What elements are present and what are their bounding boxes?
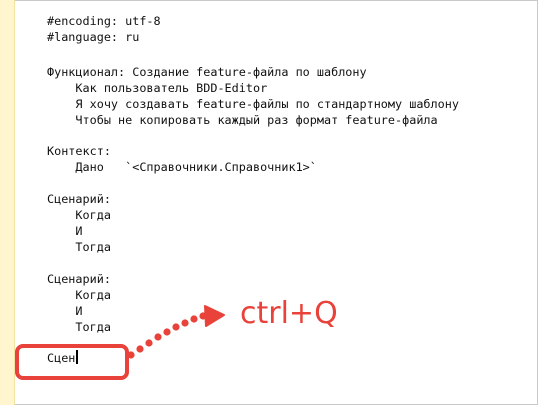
- shortcut-label: ctrl+Q: [240, 296, 338, 331]
- code-line-when-2[interactable]: Когда: [47, 288, 111, 302]
- code-line-given[interactable]: Дано `<Справочники.Справочник1>`: [47, 160, 317, 174]
- highlight-frame: [15, 344, 129, 380]
- typed-text: Сцен: [47, 351, 76, 365]
- code-line-encoding[interactable]: #encoding: utf-8: [47, 14, 161, 28]
- code-line-when-1[interactable]: Когда: [47, 208, 111, 222]
- code-line-then-2[interactable]: Тогда: [47, 320, 111, 334]
- editor-gutter: [0, 0, 15, 405]
- code-line-background[interactable]: Контекст:: [47, 144, 111, 158]
- code-line-and-1[interactable]: И: [47, 224, 83, 238]
- code-line-scenario-1[interactable]: Сценарий:: [47, 192, 111, 206]
- code-line-so-that[interactable]: Чтобы не копировать каждый раз формат fe…: [47, 113, 438, 127]
- code-line-as-user[interactable]: Как пользователь BDD-Editor: [47, 81, 268, 95]
- code-line-and-2[interactable]: И: [47, 304, 83, 318]
- code-line-then-1[interactable]: Тогда: [47, 240, 111, 254]
- text-cursor: [76, 350, 79, 364]
- code-line-i-want[interactable]: Я хочу создавать feature-файлы по станда…: [47, 97, 459, 111]
- code-line-scenario-2[interactable]: Сценарий:: [47, 272, 111, 286]
- code-line-feature[interactable]: Функционал: Создание feature-файла по ша…: [47, 65, 367, 79]
- code-line-language[interactable]: #language: ru: [47, 30, 140, 44]
- code-line-current[interactable]: Сцен: [47, 350, 79, 366]
